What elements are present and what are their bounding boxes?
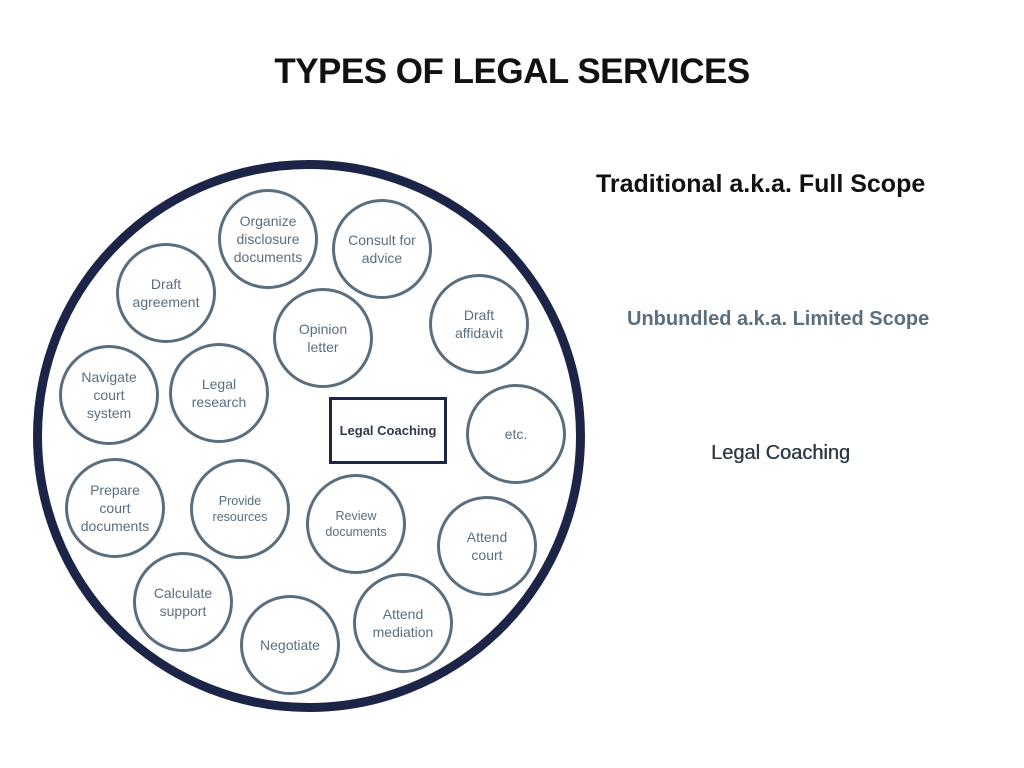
service-legal-research: Legal research: [169, 343, 269, 443]
service-organize-disclosure-documents: Organize disclosure documents: [218, 189, 318, 289]
service-etc: etc.: [466, 384, 566, 484]
service-calculate-support: Calculate support: [133, 552, 233, 652]
service-draft-agreement: Draft agreement: [116, 243, 216, 343]
page-title: TYPES OF LEGAL SERVICES: [274, 52, 750, 91]
service-attend-mediation: Attend mediation: [353, 573, 453, 673]
service-review-documents: Review documents: [306, 474, 406, 574]
service-navigate-court-system: Navigate court system: [59, 345, 159, 445]
service-draft-affidavit: Draft affidavit: [429, 274, 529, 374]
service-prepare-court-documents: Prepare court documents: [65, 458, 165, 558]
legend-legal-coaching: Legal Coaching: [711, 442, 850, 464]
service-provide-resources: Provide resources: [190, 459, 290, 559]
service-negotiate: Negotiate: [240, 595, 340, 695]
legal-coaching-box: Legal Coaching: [329, 397, 447, 464]
service-opinion-letter: Opinion letter: [273, 288, 373, 388]
legend-traditional-full-scope: Traditional a.k.a. Full Scope: [596, 170, 926, 198]
service-attend-court: Attend court: [437, 496, 537, 596]
service-consult-for-advice: Consult for advice: [332, 199, 432, 299]
legend-unbundled-limited-scope: Unbundled a.k.a. Limited Scope: [627, 308, 930, 330]
